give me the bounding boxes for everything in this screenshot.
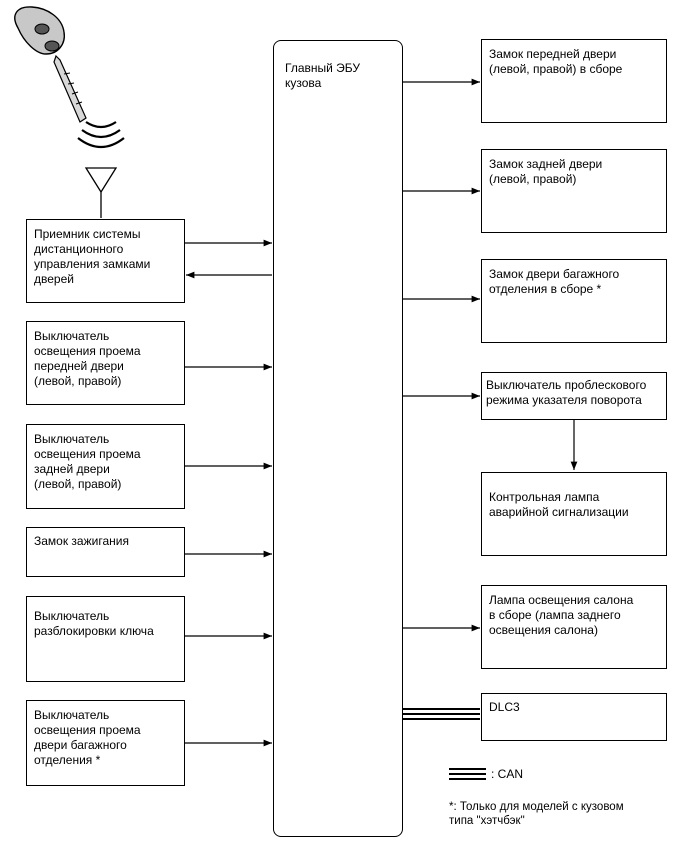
block-label: Замок двери багажного отделения в сборе … <box>489 267 620 296</box>
block-label: Выключатель освещения проема двери багаж… <box>34 708 141 767</box>
door-lock-remote-receiver: Приемник системы дистанционного управлен… <box>26 219 185 303</box>
hazard-indicator-lamp: Контрольная лампа аварийной сигнализации <box>481 472 667 556</box>
back-door-lock-assembly: Замок двери багажного отделения в сборе … <box>481 259 667 343</box>
block-label: Контрольная лампа аварийной сигнализации <box>489 490 629 519</box>
block-label: Выключатель освещения проема передней дв… <box>34 329 141 388</box>
block-label: Замок передней двери (левой, правой) в с… <box>489 47 623 76</box>
hatchback-footnote: *: Только для моделей с кузовом типа "хэ… <box>449 801 624 827</box>
block-label: DLC3 <box>489 700 520 714</box>
block-label: Замок задней двери (левой, правой) <box>489 157 603 186</box>
right-connections <box>402 78 578 632</box>
block-label: Замок зажигания <box>34 534 129 548</box>
dlc3-connector: DLC3 <box>481 693 667 741</box>
block-label: Выключатель разблокировки ключа <box>34 609 154 638</box>
rear-door-courtesy-switch: Выключатель освещения проема задней двер… <box>26 424 185 509</box>
back-door-courtesy-switch: Выключатель освещения проема двери багаж… <box>26 700 185 786</box>
block-label: Выключатель освещения проема задней двер… <box>34 432 141 491</box>
rear-door-lock: Замок задней двери (левой, правой) <box>481 149 667 233</box>
front-door-courtesy-switch: Выключатель освещения проема передней дв… <box>26 321 185 405</box>
remote-key-icon <box>14 6 87 123</box>
block-label: Выключатель проблескового режима указате… <box>486 378 647 407</box>
interior-lamp-assembly: Лампа освещения салона в сборе (лампа за… <box>481 585 667 669</box>
radio-waves-icon <box>77 121 125 149</box>
main-body-ecu: Главный ЭБУ кузова <box>273 40 403 837</box>
can-bus-line <box>402 708 480 720</box>
left-connections <box>184 239 272 747</box>
ecu-label: Главный ЭБУ кузова <box>285 61 361 90</box>
can-legend-symbol <box>449 768 486 780</box>
block-label: Приемник системы дистанционного управлен… <box>34 227 151 286</box>
front-door-lock-assembly: Замок передней двери (левой, правой) в с… <box>481 39 667 123</box>
antenna-icon <box>84 167 118 218</box>
hazard-warning-switch: Выключатель проблескового режима указате… <box>481 372 667 420</box>
can-legend-label: : CAN <box>491 767 524 781</box>
block-label: Лампа освещения салона в сборе (лампа за… <box>489 593 634 637</box>
key-unlock-warning-switch: Выключатель разблокировки ключа <box>26 596 185 682</box>
ignition-switch: Замок зажигания <box>26 527 185 577</box>
